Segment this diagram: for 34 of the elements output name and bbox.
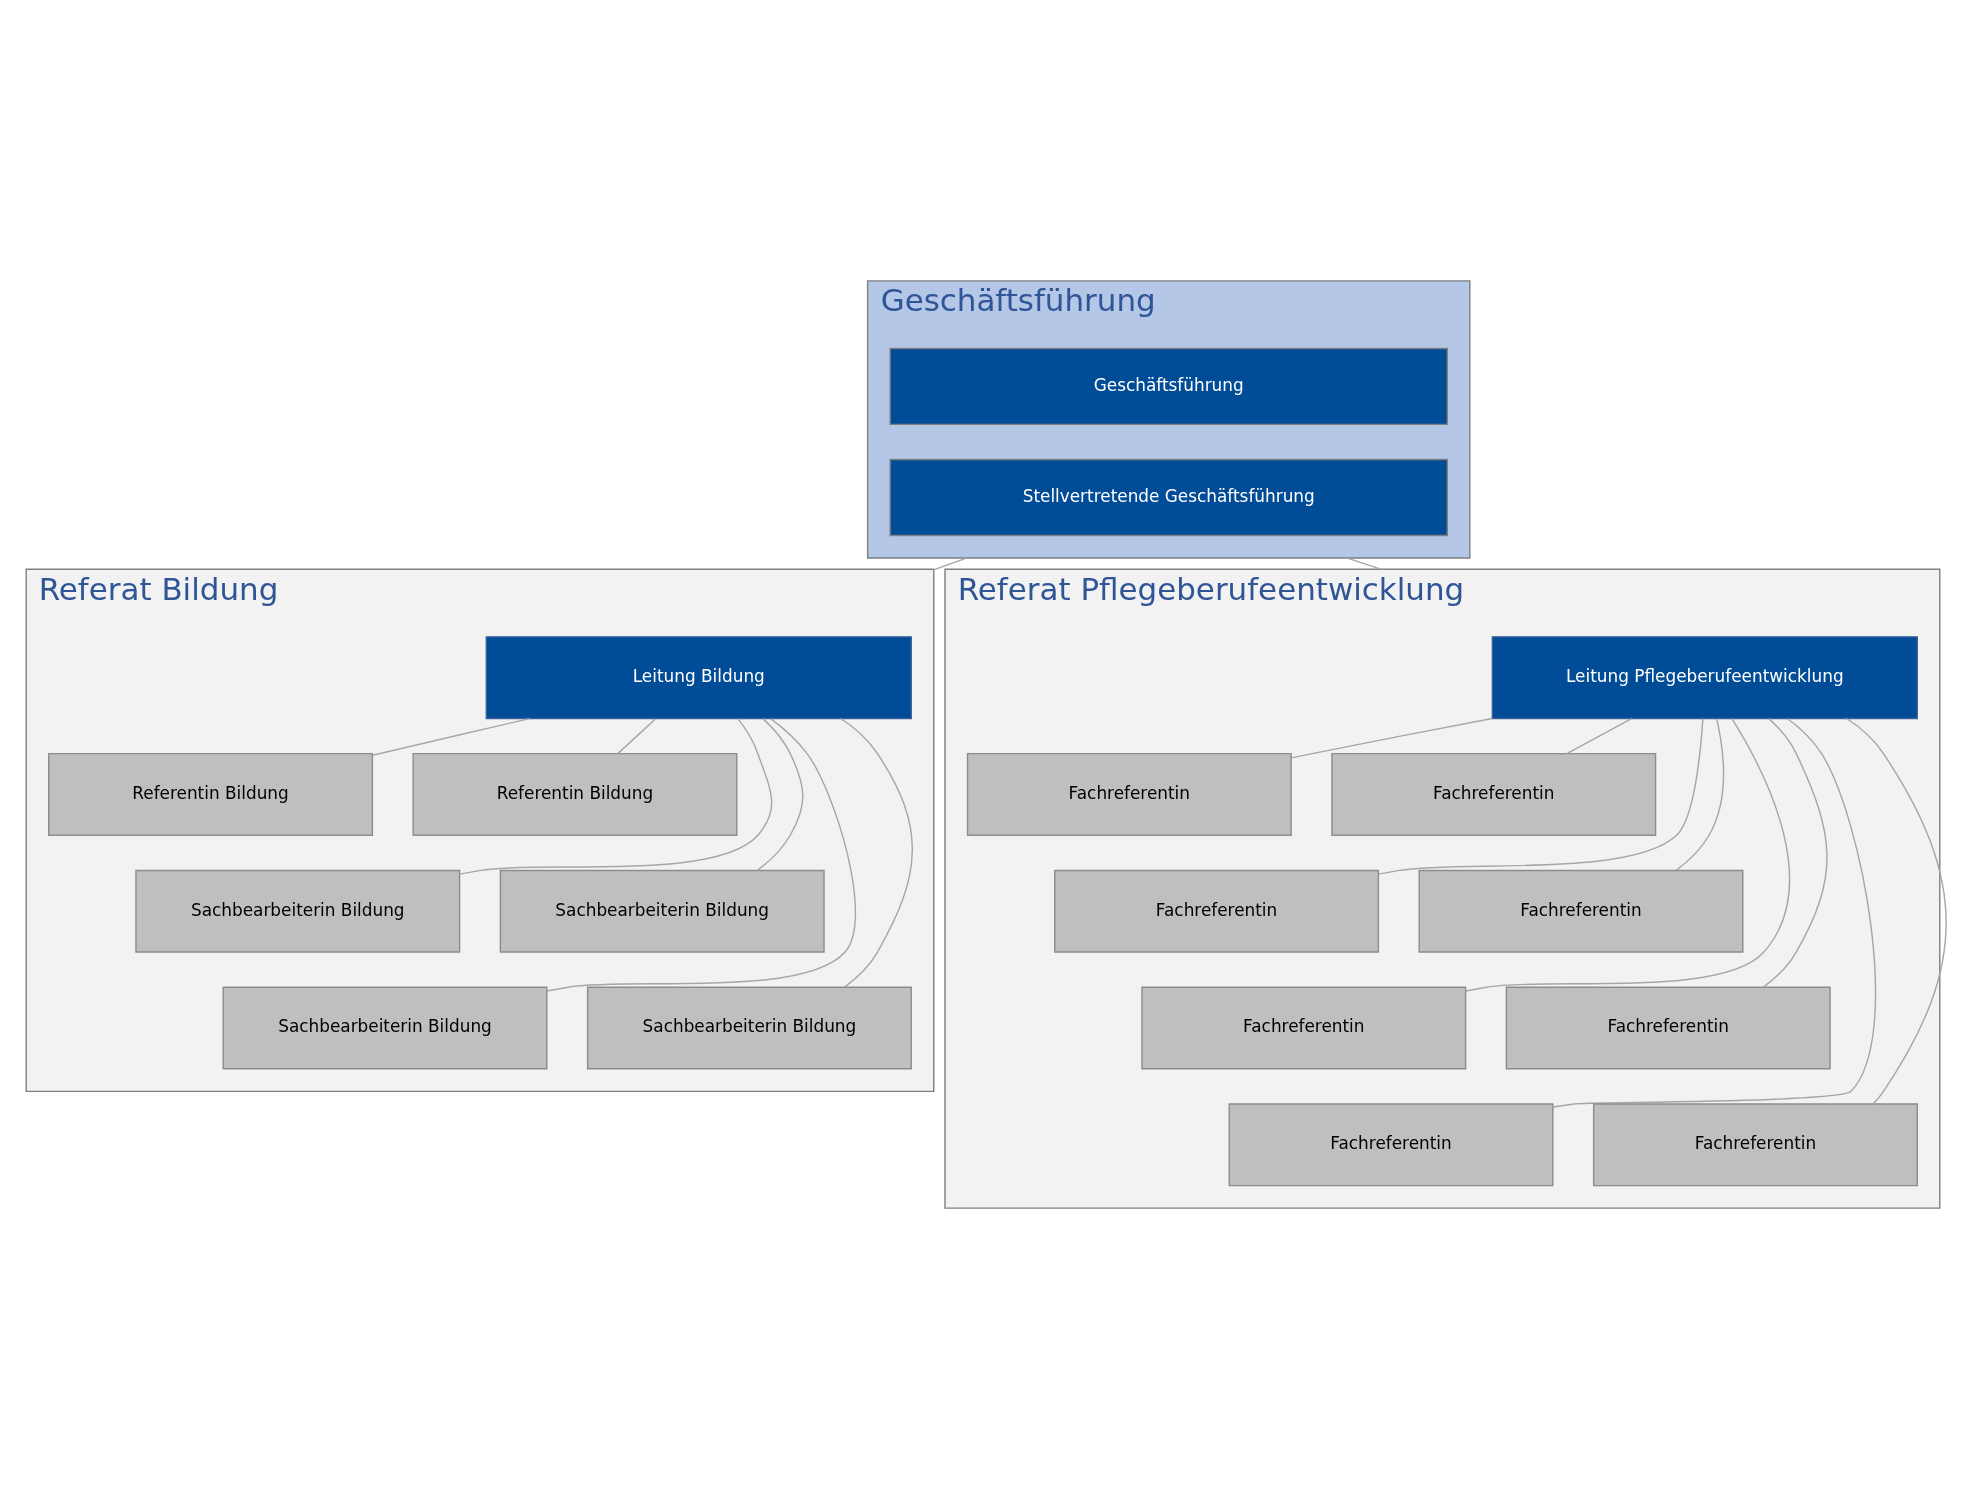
connector xyxy=(616,717,656,754)
node-box: Leitung Pflegeberufeentwicklung xyxy=(1491,635,1918,719)
connector xyxy=(1290,717,1493,759)
node-box: Fachreferentin xyxy=(1053,869,1379,953)
node-box: Fachreferentin xyxy=(1330,752,1656,836)
node-box: Sachbearbeiterin Bildung xyxy=(586,986,912,1070)
connector xyxy=(839,717,913,988)
connector xyxy=(1845,717,1947,1105)
connector xyxy=(932,556,967,571)
connector xyxy=(1762,717,1828,988)
node-box: Referentin Bildung xyxy=(411,752,737,836)
node-box: Sachbearbeiterin Bildung xyxy=(134,869,460,953)
connector xyxy=(1675,717,1724,871)
node-box: Referentin Bildung xyxy=(47,752,373,836)
node-box: Sachbearbeiterin Bildung xyxy=(499,869,825,953)
node-box: Fachreferentin xyxy=(966,752,1292,836)
node-box: Stellvertretende Geschäftsführung xyxy=(888,458,1448,536)
connector xyxy=(1565,717,1632,754)
node-box: Fachreferentin xyxy=(1228,1102,1554,1186)
connector xyxy=(1551,717,1876,1108)
connector xyxy=(1377,717,1704,875)
node-box: Fachreferentin xyxy=(1140,986,1466,1070)
node-box: Leitung Bildung xyxy=(485,635,912,719)
node-box: Sachbearbeiterin Bildung xyxy=(222,986,548,1070)
node-box: Geschäftsführung xyxy=(888,347,1448,425)
connector xyxy=(1464,717,1790,992)
node-box: Fachreferentin xyxy=(1417,869,1743,953)
connector xyxy=(545,717,856,992)
connector xyxy=(1346,556,1382,570)
connector xyxy=(756,717,804,871)
node-box: Fachreferentin xyxy=(1505,986,1831,1070)
connector xyxy=(458,717,772,875)
connector xyxy=(371,717,530,756)
node-box: Fachreferentin xyxy=(1592,1102,1918,1186)
